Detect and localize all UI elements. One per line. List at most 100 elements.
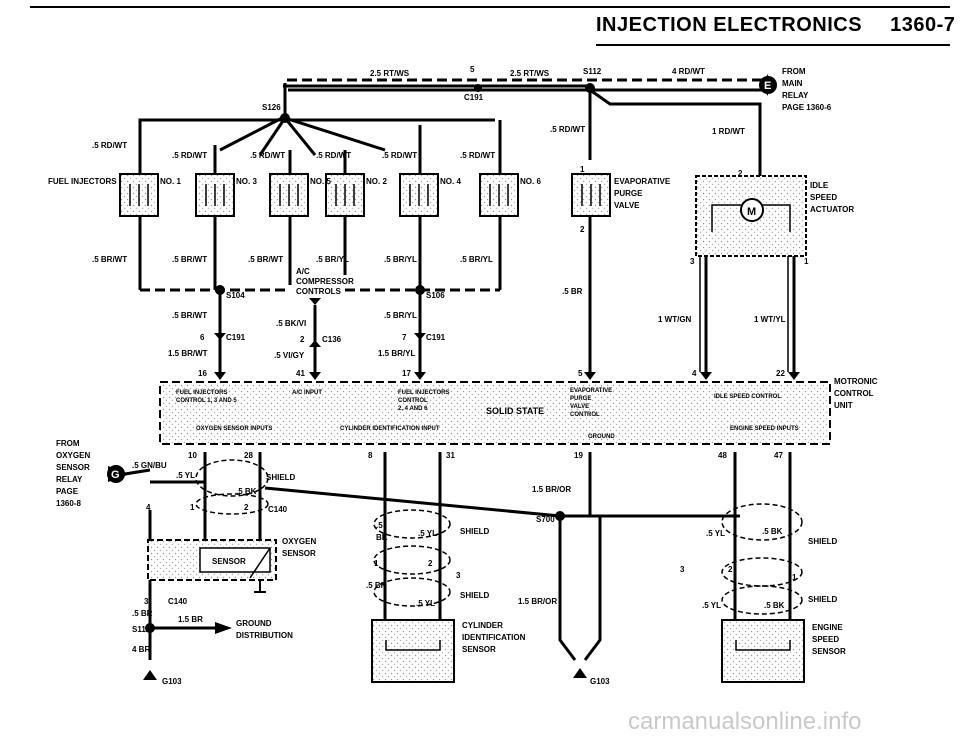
- ecu-o2: OXYGEN SENSOR INPUTS: [196, 426, 272, 432]
- label-brwt-a: .5 BR/WT: [92, 255, 127, 264]
- label-fuel-injectors: FUEL INJECTORS: [48, 177, 117, 186]
- label-brwt-d: .5 BR/WT: [172, 311, 207, 320]
- label-bk-cyl: .5 BK: [366, 581, 387, 590]
- label-c191-c: C191: [426, 333, 446, 342]
- label-cyl-1: CYLINDER: [462, 621, 503, 630]
- label-idle-pin2: 2: [738, 169, 743, 178]
- label-yl-cyl: .5 YL: [418, 529, 437, 538]
- label-pin41: 41: [296, 369, 305, 378]
- label-oxygen-sensor-1: OXYGEN: [282, 537, 316, 546]
- label-bk-eng-b: .5 BK: [764, 601, 785, 610]
- label-idle-2: SPEED: [810, 193, 837, 202]
- label-br5: .5 BR: [562, 287, 583, 296]
- watermark: carmanualsonline.info: [628, 708, 862, 735]
- label-shield-eng-a: SHIELD: [808, 537, 838, 546]
- label-c191-top: C191: [464, 93, 484, 102]
- power-wires: [138, 78, 768, 180]
- return-wires: [138, 216, 796, 372]
- cylinder-id-sensor-box: [371, 619, 455, 683]
- label-eng-2: SPEED: [812, 635, 839, 644]
- label-eng-1: ENGINE: [812, 623, 843, 632]
- motronic-unit: [159, 381, 831, 445]
- label-wtgn: 1 WT/GN: [658, 315, 692, 324]
- ground-symbols: [143, 622, 587, 680]
- label-ground-1: GROUND: [236, 619, 272, 628]
- label-evap-pin2: 2: [580, 225, 585, 234]
- connector-e: E: [759, 74, 777, 96]
- label-25rtws-2: 2.5 RT/WS: [510, 69, 550, 78]
- label-yl-eng: .5 YL: [706, 529, 725, 538]
- page-title: INJECTION ELECTRONICS: [596, 14, 863, 36]
- label-brwt-c: .5 BR/WT: [248, 255, 283, 264]
- ecu-eng: ENGINE SPEED INPUTS: [730, 426, 799, 432]
- label-pin3-eng: 3: [680, 565, 685, 574]
- label-bryl-c: .5 BR/YL: [460, 255, 493, 264]
- connector-g: G: [107, 465, 151, 483]
- label-sensor-r: SENSOR: [56, 463, 90, 472]
- ecu-evap-4: CONTROL: [570, 412, 600, 418]
- label-cyl-2: IDENTIFICATION: [462, 633, 526, 642]
- label-pin4: 4: [692, 369, 697, 378]
- label-wtyl: 1 WT/YL: [754, 315, 786, 324]
- label-c136: C136: [322, 335, 342, 344]
- label-s112: S112: [583, 67, 602, 76]
- label-s126: S126: [262, 103, 281, 112]
- label-relay: RELAY: [782, 91, 809, 100]
- label-pin17: 17: [402, 369, 411, 378]
- label-idle-pin1: 1: [804, 257, 809, 266]
- label-c140-bottom: C140: [168, 597, 188, 606]
- label-sensor-inner: SENSOR: [212, 557, 246, 566]
- label-s104: S104: [226, 291, 245, 300]
- label-evap-1: EVAPORATIVE: [614, 177, 671, 186]
- ecu-evap-1: EVAPORATIVE: [570, 388, 612, 394]
- engine-speed-sensor-box: [721, 619, 805, 683]
- label-pin28: 28: [244, 451, 253, 460]
- label-pin5: 5: [470, 65, 475, 74]
- label-c140-top: C140: [268, 505, 288, 514]
- top-rule: [30, 6, 950, 8]
- label-pin22: 22: [776, 369, 785, 378]
- label-no4: NO. 4: [440, 177, 461, 186]
- label-pin2-cyl: 2: [428, 559, 433, 568]
- label-g103-left: G103: [162, 677, 182, 686]
- label-pin7: 7: [402, 333, 407, 342]
- label-page-1360-6: PAGE 1360-6: [782, 103, 832, 112]
- label-pin8: 8: [368, 451, 373, 460]
- label-pin1-cyl: 1: [374, 559, 379, 568]
- idle-actuator-box: M: [695, 175, 807, 257]
- label-from-o2: FROM: [56, 439, 80, 448]
- label-no3: NO. 3: [236, 177, 257, 186]
- label-bk-short: BK: [376, 533, 388, 542]
- label-control: CONTROL: [834, 389, 874, 398]
- ecu-acinput: A/C INPUT: [292, 390, 322, 396]
- label-pin1-eng: 1: [792, 573, 797, 582]
- label-no6: NO. 6: [520, 177, 541, 186]
- label-s106: S106: [426, 291, 445, 300]
- label-no1: NO. 1: [160, 177, 181, 186]
- label-bk5-short: .5: [376, 521, 383, 530]
- label-shield-eng-b: SHIELD: [808, 595, 838, 604]
- label-pin19: 19: [574, 451, 583, 460]
- label-relay-r: RELAY: [56, 475, 83, 484]
- label-evap-pin1: 1: [580, 165, 585, 174]
- label-br15: 1.5 BR: [178, 615, 203, 624]
- label-bryl15: 1.5 BR/YL: [378, 349, 415, 358]
- header-underline: [596, 44, 950, 46]
- label-eng-3: SENSOR: [812, 647, 846, 656]
- label-gnbu: .5 GN/BU: [132, 461, 167, 470]
- svg-text:G: G: [111, 469, 120, 481]
- sensor-wires: [148, 452, 792, 661]
- ecu-fic246-1: FUEL INJECTORS: [398, 390, 449, 396]
- label-br5-b: .5 BR: [132, 609, 153, 618]
- label-evap-3: VALVE: [614, 201, 640, 210]
- label-oxygen-sensor-2: SENSOR: [282, 549, 316, 558]
- ecu-evap-3: VALVE: [570, 404, 589, 410]
- label-evap-2: PURGE: [614, 189, 643, 198]
- label-pin2-o2: 2: [244, 503, 249, 512]
- label-rdwt-f: .5 RD/WT: [460, 151, 495, 160]
- label-compressor: COMPRESSOR: [296, 277, 354, 286]
- label-unit: UNIT: [834, 401, 853, 410]
- label-controls: CONTROLS: [296, 287, 342, 296]
- label-br15or-b: 1.5 BR/OR: [518, 597, 557, 606]
